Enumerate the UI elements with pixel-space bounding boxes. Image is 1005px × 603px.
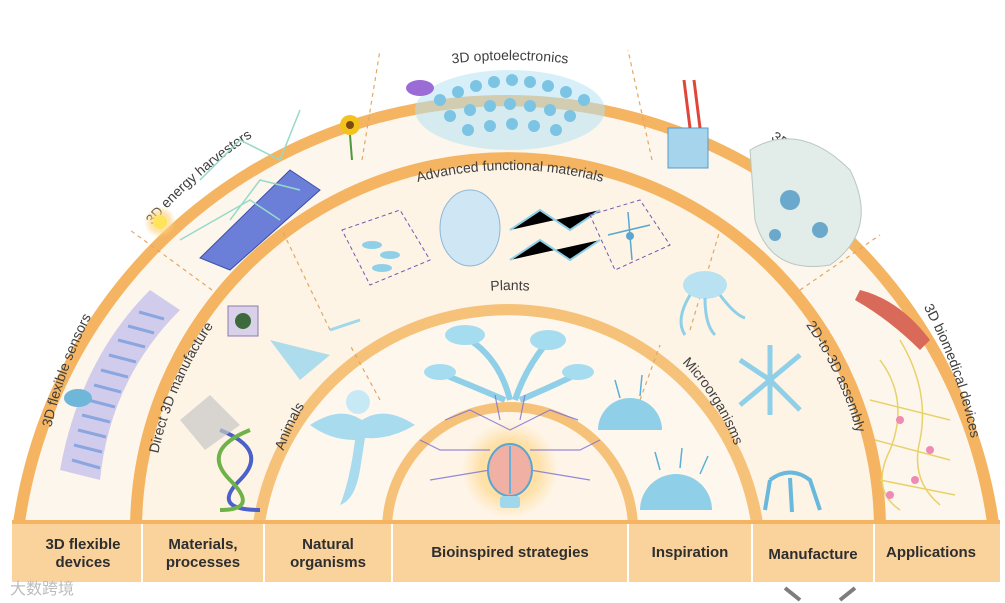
venus-flytrap-icon — [424, 325, 594, 403]
microorganism-dome-icon — [598, 374, 712, 510]
star-structure-icon — [738, 345, 802, 415]
manta-ray-icon — [310, 390, 415, 505]
outer-ring-title: 3D optoelectronics — [451, 47, 570, 67]
base-label-materials-processes: Materials, processes — [165, 536, 241, 571]
insect-icon — [64, 389, 92, 407]
base-label-inspiration: Inspiration — [651, 544, 729, 561]
base-bar — [12, 520, 1000, 582]
face-mesh-icon — [439, 189, 501, 267]
base-label-3d-flexible-devices: 3D flexible devices — [45, 536, 121, 571]
lightbulb-brain-icon — [419, 394, 601, 518]
flexible-sensor-illustration — [60, 290, 180, 480]
sector-dividers — [129, 49, 881, 401]
biomedical-illustration — [855, 290, 956, 511]
third-ring-title: Plants — [490, 277, 530, 294]
gear-icon — [780, 190, 800, 210]
optoelectronics-illustration — [406, 70, 605, 150]
chevron-decoration-icon — [783, 586, 857, 602]
ant-icon — [406, 80, 434, 96]
watermark: 大数跨境 — [10, 579, 75, 598]
base-label-manufacture: Manufacture — [768, 546, 858, 563]
octopus-icon — [683, 271, 727, 299]
base-label-bioinspired-strategies: Bioinspired strategies — [431, 544, 589, 561]
tripod-structure-icon — [763, 470, 822, 513]
soft-robotics-illustration — [667, 79, 862, 267]
direct-manufacture-illustration — [227, 305, 361, 380]
dna-helix-icon — [180, 395, 261, 512]
base-label-applications: Applications — [885, 544, 976, 561]
assembly-illustration — [679, 271, 822, 513]
energy-harvester-illustration — [144, 109, 360, 271]
base-label-natural-organisms: Natural organisms — [290, 536, 366, 571]
functional-materials-illustration — [341, 189, 671, 286]
